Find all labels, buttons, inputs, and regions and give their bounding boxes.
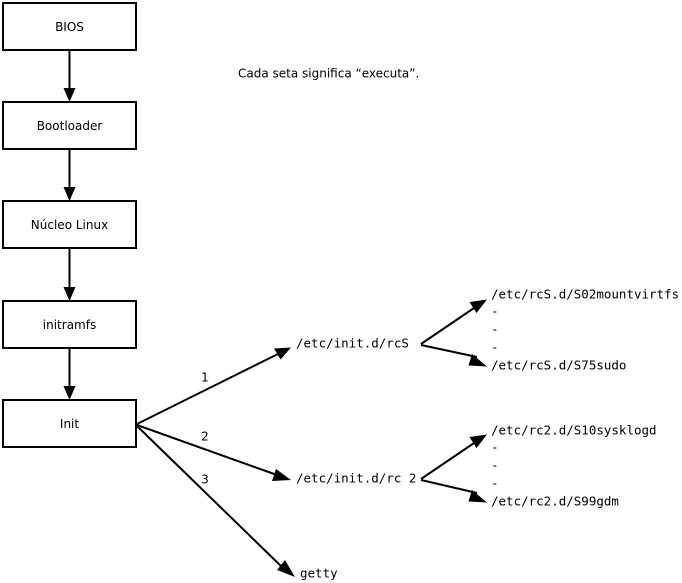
arrow-initramfs-to-init	[63, 348, 76, 400]
edge-number-3: 3	[201, 473, 209, 487]
node-bios-label: BIOS	[55, 20, 84, 34]
node-bios[interactable]: BIOS	[2, 2, 137, 51]
rc2-ellipsis-dash-3: -	[491, 476, 499, 491]
arrow-rcs-to-last	[420, 344, 487, 367]
node-bootloader-label: Bootloader	[37, 119, 103, 133]
rc2-ellipsis-dash-2: -	[491, 458, 499, 473]
edge-number-2: 2	[201, 430, 209, 444]
node-kernel[interactable]: Núcleo Linux	[2, 200, 137, 249]
rc2-ellipsis-dash-1: -	[491, 440, 499, 455]
diagram-caption: Cada seta significa “executa”.	[238, 67, 419, 81]
arrow-rc2-to-last	[420, 479, 487, 503]
node-init-label: Init	[60, 417, 79, 431]
rcs-ellipsis-dash-1: -	[491, 304, 499, 319]
arrow-init-branch-2	[136, 424, 291, 481]
node-kernel-label: Núcleo Linux	[31, 218, 108, 232]
label-rcs-last-script[interactable]: /etc/rcS.d/S75sudo	[491, 358, 626, 373]
arrow-init-branch-1	[136, 347, 291, 425]
arrow-bios-to-bootloader	[63, 50, 76, 102]
label-rc2-last-script[interactable]: /etc/rc2.d/S99gdm	[491, 494, 619, 509]
label-rc2-first-script[interactable]: /etc/rc2.d/S10sysklogd	[491, 423, 657, 438]
arrow-kernel-to-initramfs	[63, 248, 76, 301]
label-getty[interactable]: getty	[300, 566, 338, 581]
edge-number-1: 1	[201, 371, 209, 385]
arrow-rc2-to-first	[420, 434, 487, 480]
arrow-init-branch-3	[136, 425, 295, 577]
node-initramfs-label: initramfs	[43, 318, 96, 332]
arrow-bootloader-to-kernel	[63, 149, 76, 201]
rcs-ellipsis-dash-2: -	[491, 322, 499, 337]
label-init-d-rcs[interactable]: /etc/init.d/rcS	[296, 336, 409, 351]
label-init-d-rc2[interactable]: /etc/init.d/rc 2	[296, 471, 416, 486]
node-initramfs[interactable]: initramfs	[2, 300, 137, 349]
arrow-rcs-to-first	[420, 299, 487, 345]
rcs-ellipsis-dash-3: -	[491, 340, 499, 355]
label-rcs-first-script[interactable]: /etc/rcS.d/S02mountvirtfs	[491, 287, 679, 302]
node-init[interactable]: Init	[2, 399, 137, 448]
node-bootloader[interactable]: Bootloader	[2, 101, 137, 150]
